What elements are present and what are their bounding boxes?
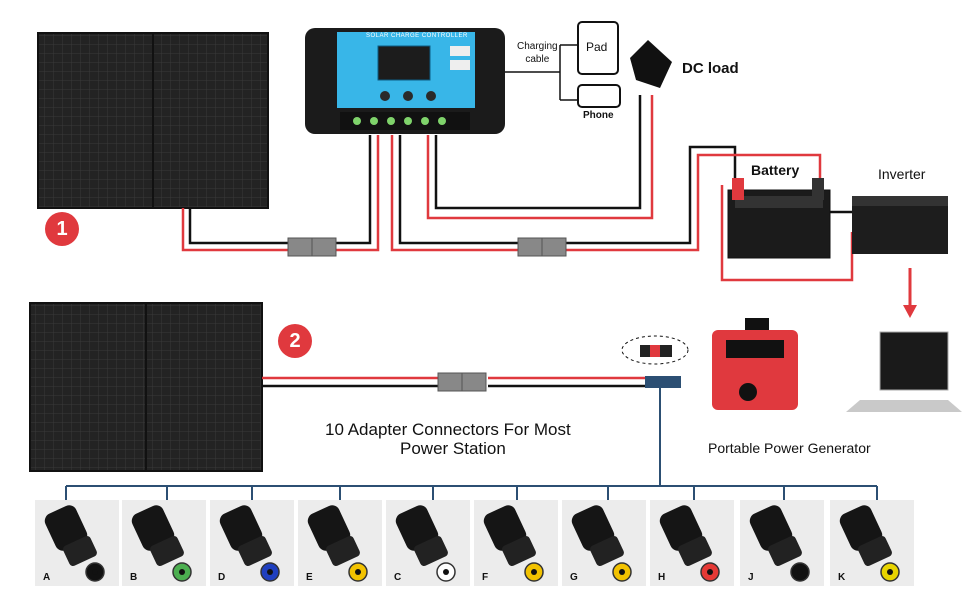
wires-inverter [720,185,854,282]
battery-label: Battery [751,162,800,178]
dc-load-lamp [630,40,672,88]
adapter-letter-a: A [43,572,51,583]
anderson-connector-2 [517,237,567,257]
adapter-tile-e [298,500,382,586]
solar-panel-2 [29,302,263,472]
adapter-letter-b: B [130,572,138,583]
adapter-bus [65,388,878,500]
laptop [846,331,962,412]
dc-plug-callout [621,335,689,365]
adapter-tile-j [740,500,824,586]
phone-device [577,84,621,108]
adapter-letter-k: K [838,572,846,583]
anderson-connector-1 [287,237,337,257]
step-badge-1: 1 [45,212,79,246]
solar-panel-1 [37,32,269,209]
adapter-letter-f: F [482,572,489,583]
portable-power-label: Portable Power Generator [708,440,871,456]
adapter-tile-g [562,500,646,586]
adapters-title-line2: Power Station [400,439,506,458]
adapter-tiles [35,500,914,586]
adapter-letter-h: H [658,572,666,583]
pad-label: Pad [586,40,608,54]
adapter-letter-c: C [394,572,402,583]
adapter-tile-c [386,500,470,586]
adapters-title: 10 Adapter Connectors For Most Power Sta… [300,420,670,458]
wires-battery [390,135,822,252]
adapter-letter-g: G [570,572,578,583]
adapter-letter-j: J [748,572,754,583]
wires-panel-2 [262,376,645,388]
wires-dc-load [426,95,654,220]
dc-load-label: DC load [682,60,739,77]
charging-cable-label: Charging cable [517,41,558,65]
charge-controller [305,28,505,134]
adapter-letter-d: D [218,572,226,583]
wires-panel-1 [181,135,380,252]
adapters-title-line1: 10 Adapter Connectors For Most [325,420,571,439]
inverter [852,196,948,254]
anderson-connector-3 [437,372,487,392]
tablet-device [577,21,619,75]
step-badge-2: 2 [278,324,312,358]
charging-cable [505,44,577,101]
adapter-tile-f [474,500,558,586]
down-arrow [903,268,917,318]
adapter-tile-d [210,500,294,586]
portable-power-station [712,318,798,410]
splitter-plug [645,376,681,388]
adapter-tile-b [122,500,206,586]
adapter-letter-e: E [306,572,313,583]
phone-label: Phone [583,110,614,121]
adapter-tile-a [35,500,119,586]
inverter-label: Inverter [878,166,926,182]
adapter-tile-h [650,500,734,586]
adapter-tile-k [830,500,914,586]
controller-title: SOLAR CHARGE CONTROLLER [366,33,468,39]
battery [727,178,831,259]
